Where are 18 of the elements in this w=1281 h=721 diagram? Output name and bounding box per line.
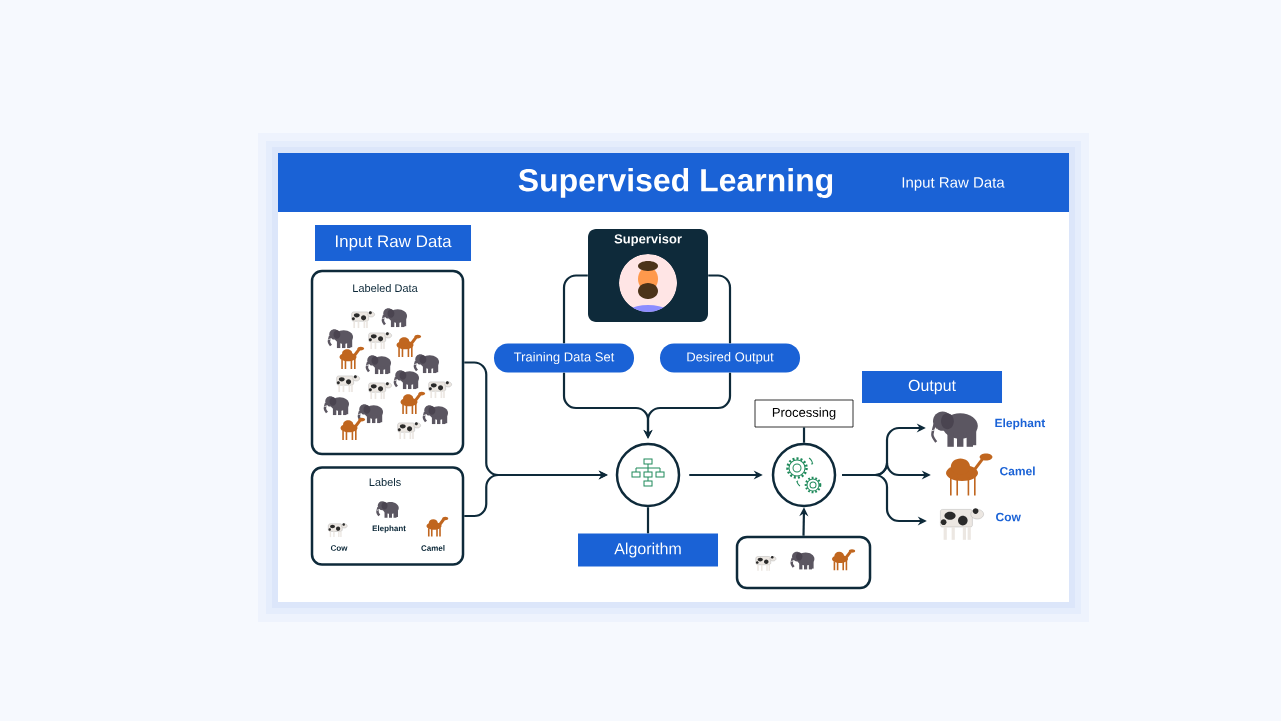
animal-name: Elephant: [995, 418, 1046, 430]
title: Supervised Learning: [518, 168, 833, 198]
section-label: Algorithm: [578, 533, 718, 567]
header-label: Input Raw Data: [902, 177, 1005, 191]
section-label: Input Raw Data: [315, 225, 471, 261]
camel-picture: [946, 453, 993, 497]
process-circle: [615, 442, 681, 508]
process-box: Processing: [754, 399, 854, 428]
animal-name: Camel: [1000, 466, 1035, 476]
cow-picture: [940, 508, 984, 540]
caption: Cow: [330, 545, 348, 551]
animals-card: [735, 535, 872, 590]
elephant-picture: [931, 411, 978, 447]
section-label: Output: [862, 371, 1002, 403]
caption: Elephant: [372, 525, 406, 533]
caption: Camel: [421, 545, 445, 551]
process-circle: [771, 442, 837, 508]
animal-name: Cow: [996, 512, 1021, 522]
